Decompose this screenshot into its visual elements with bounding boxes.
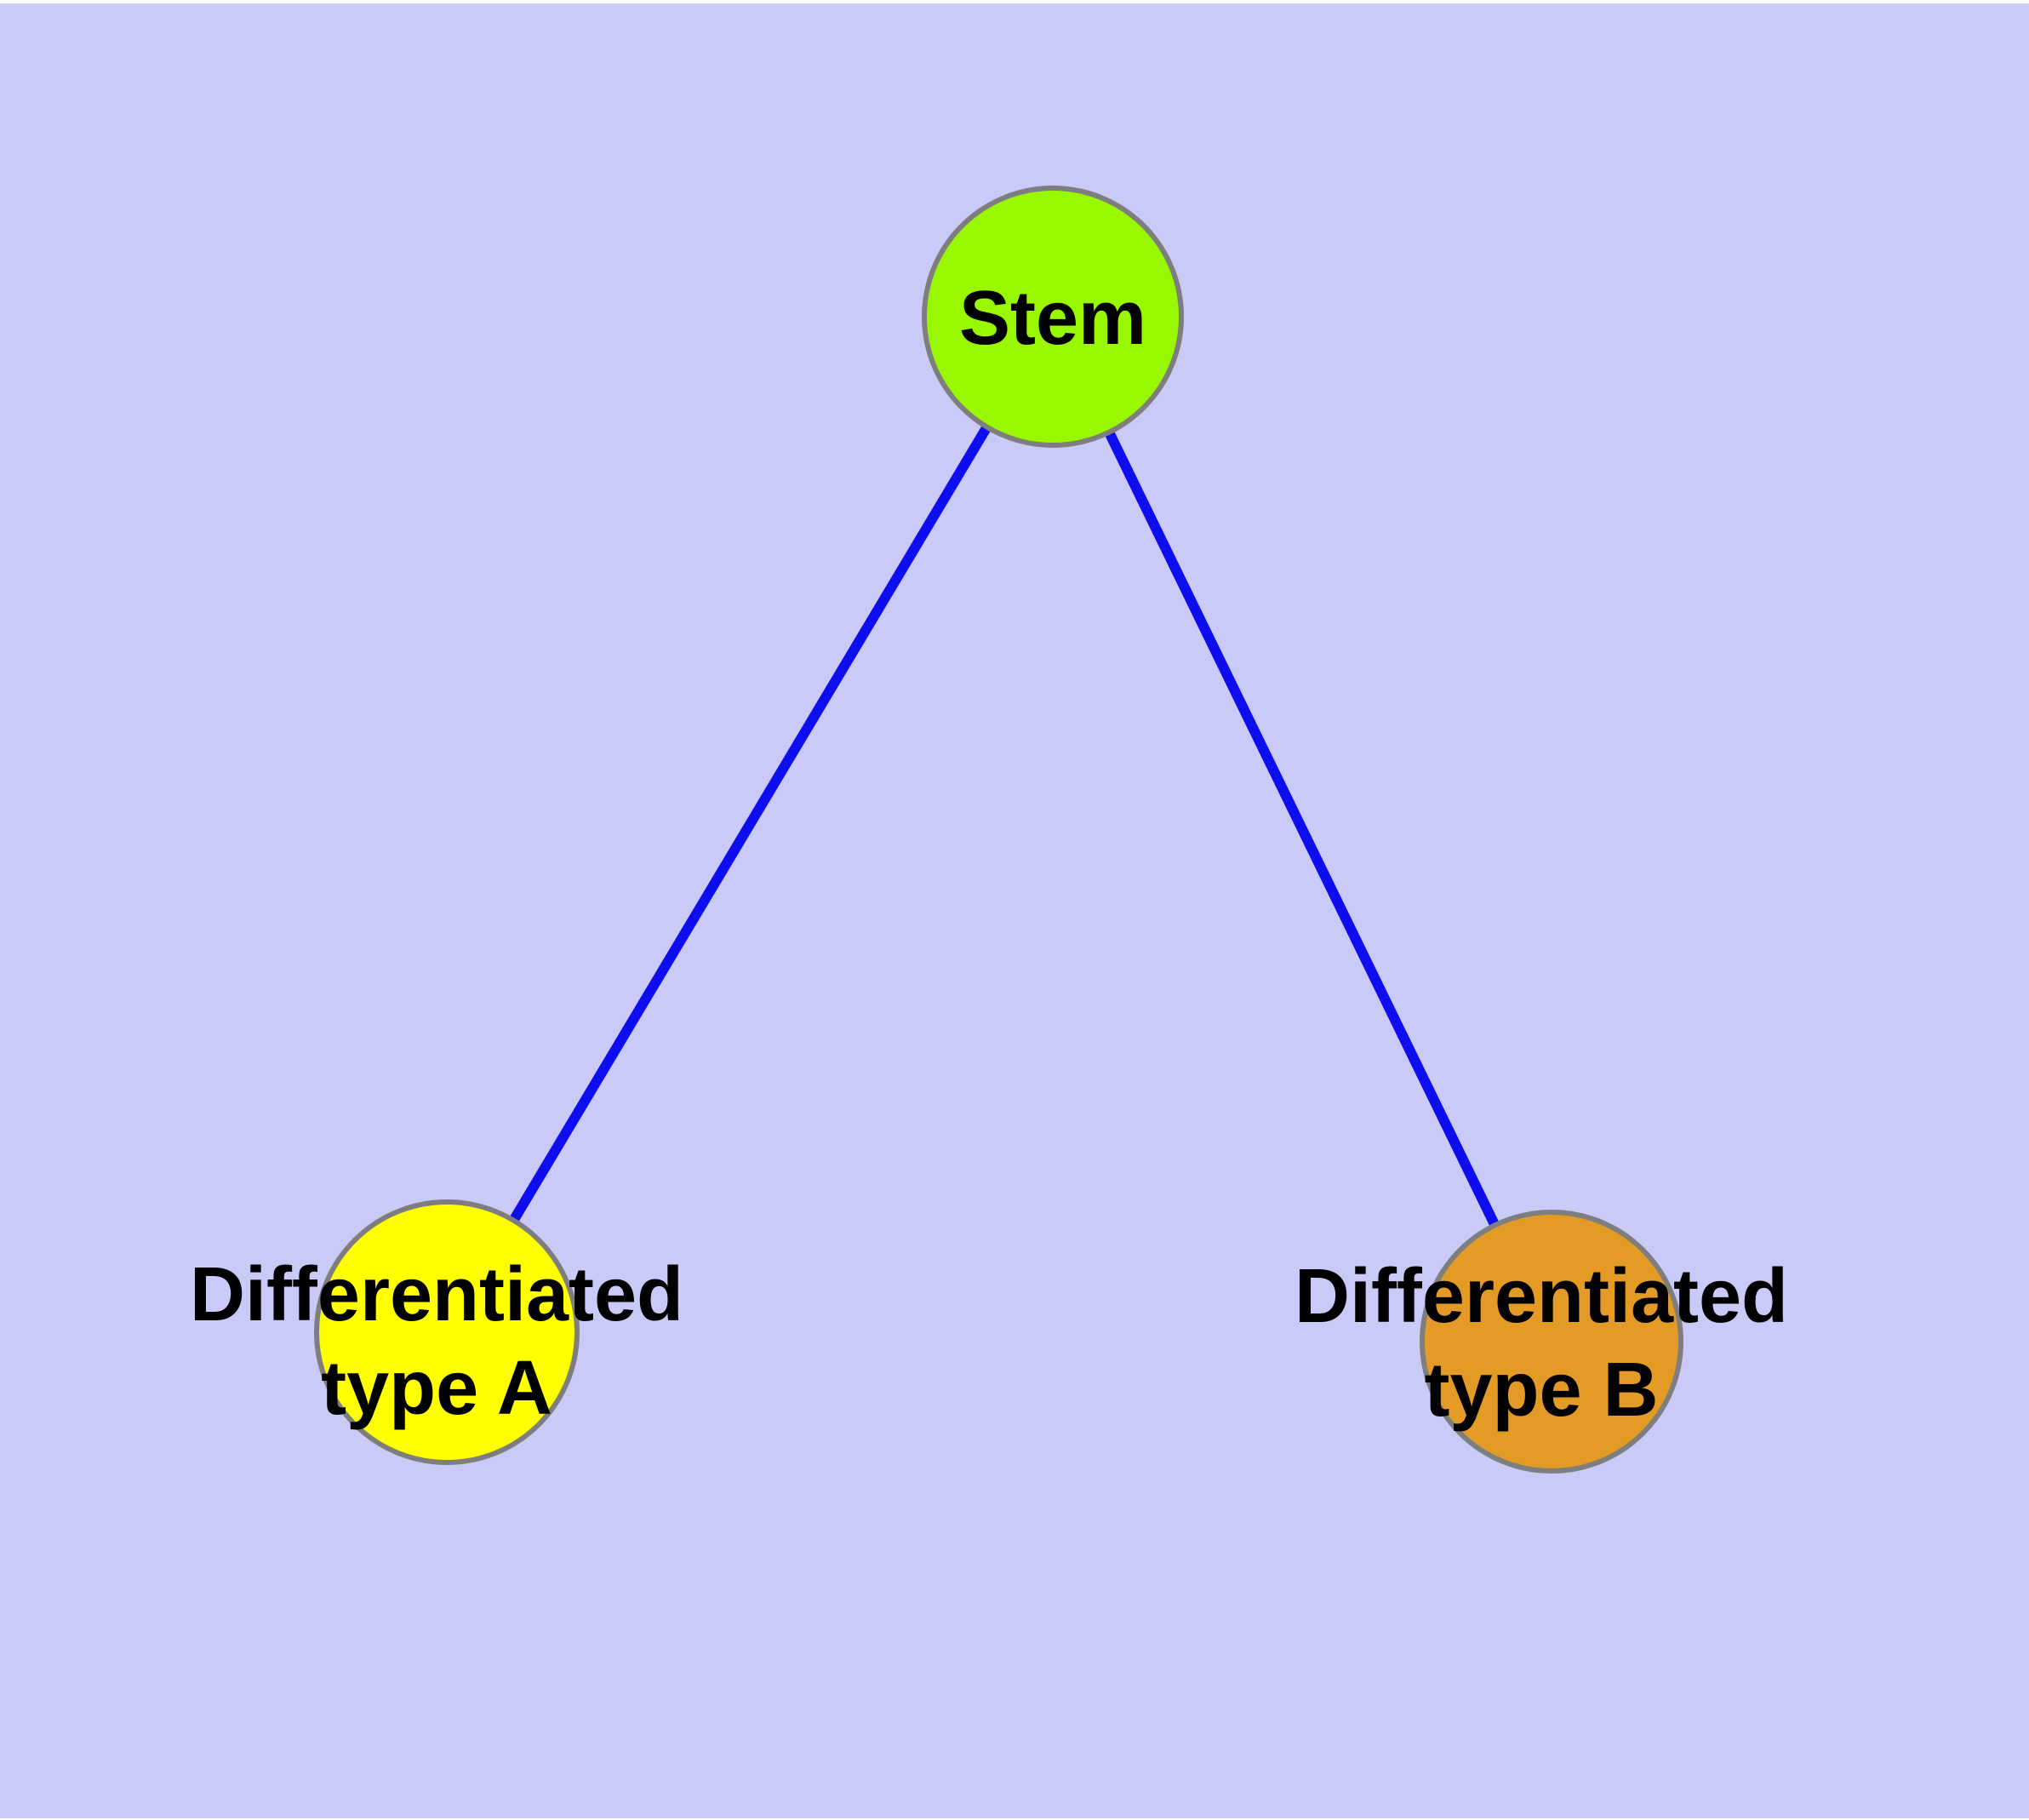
edge-stem-to-type-b — [1048, 314, 1557, 1344]
node-type-b-label-line1: Differentiated — [1295, 1254, 1788, 1339]
node-type-a-label-line1: Differentiated — [190, 1252, 683, 1337]
edge-stem-to-type-a — [442, 313, 1058, 1336]
node-stem — [922, 186, 1184, 448]
node-stem-label: Stem — [959, 276, 1146, 361]
node-type-a-label-line2: type A — [321, 1346, 552, 1431]
node-differentiated-type-a — [314, 1199, 580, 1465]
node-differentiated-type-b — [1420, 1210, 1683, 1474]
node-type-b-label-line2: type B — [1424, 1348, 1658, 1433]
